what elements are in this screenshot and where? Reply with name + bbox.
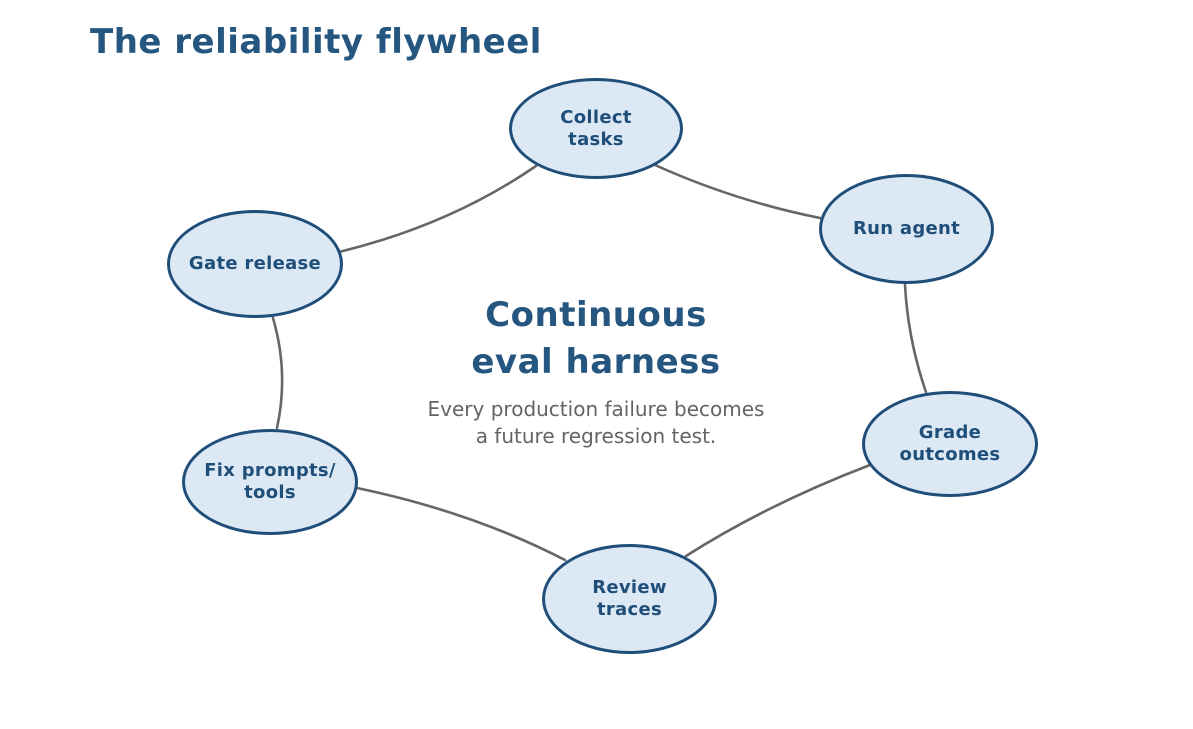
node-review-traces: Review traces [542,544,717,654]
center-subtitle: Every production failure becomes a futur… [427,396,765,448]
node-label: Collect tasks [560,106,632,150]
center-text-block: Continuous eval harness Every production… [296,292,896,450]
node-label: Grade outcomes [899,422,1001,465]
node-gate-release: Gate release [167,210,343,318]
node-label: Review traces [592,577,667,620]
connector-grade-review [684,463,872,558]
node-run-agent: Run agent [819,174,994,284]
center-heading: Continuous eval harness [471,295,721,382]
node-label: Run agent [852,218,961,240]
page-title: The reliability flywheel [90,22,542,62]
connector-gate-collect [337,164,538,254]
node-label: Gate release [188,253,322,275]
connector-run-grade [903,283,928,394]
node-grade-outcomes: Grade outcomes [862,391,1038,497]
node-label: Fix prompts/ tools [204,460,336,503]
node-collect-tasks: Collect tasks [509,78,683,179]
connector-collect-run [653,163,822,220]
connector-fix-gate [271,316,284,430]
node-fix-prompts-tools: Fix prompts/ tools [182,429,358,535]
connector-review-fix [355,486,567,562]
